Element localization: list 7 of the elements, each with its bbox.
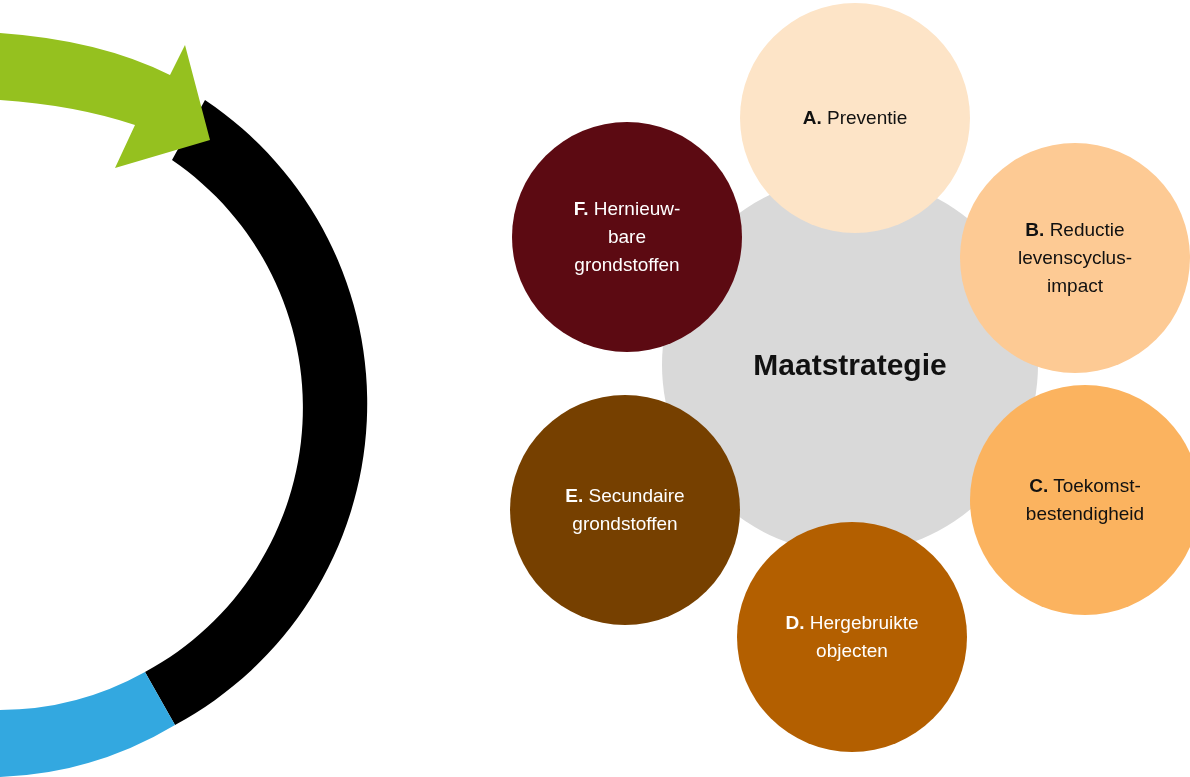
strategy-label: C. Toekomst- bestendigheid [1024, 474, 1146, 526]
strategy-label: B. Reductie levenscyclus- impact [1016, 218, 1133, 298]
strategy-label: E. Secundaire grondstoffen [564, 484, 686, 536]
strategy-label: F. Hernieuw- bare grondstoffen [572, 197, 682, 277]
strategy-label: A. Preventie [801, 106, 909, 130]
strategy-label: D. Hergebruikte objecten [784, 611, 920, 663]
hub-title: Maatstrategie [753, 348, 947, 382]
